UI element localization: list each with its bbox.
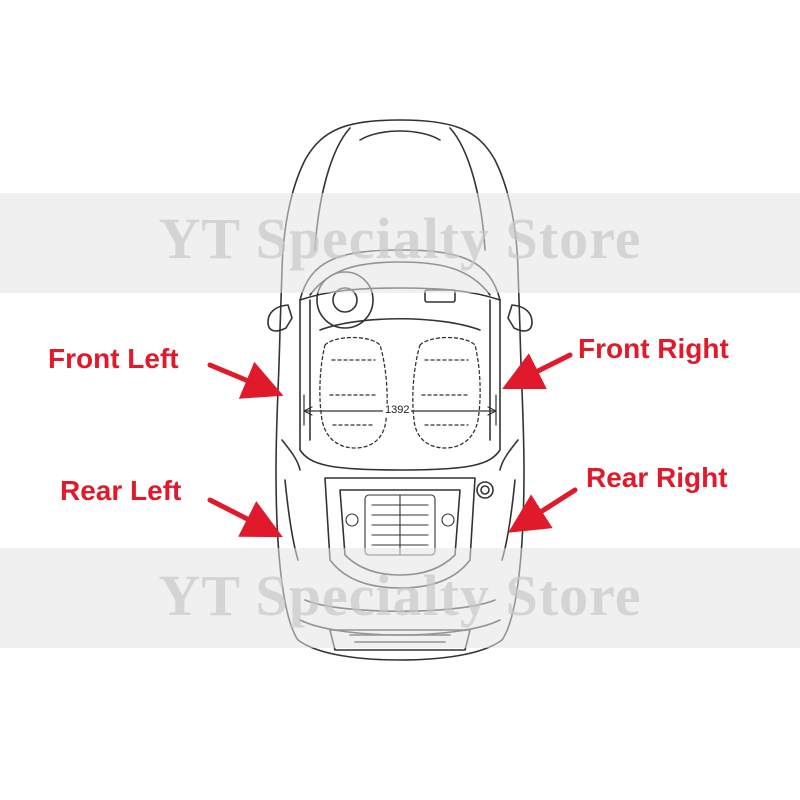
hood-center-bump: [359, 130, 441, 141]
right-seat: [412, 336, 481, 449]
door-line-left: [281, 439, 301, 471]
front-left-label: Front Left: [48, 343, 179, 374]
front-left-arrow: [207, 361, 284, 399]
door-line-right: [499, 439, 519, 471]
fuel-cap: [476, 481, 494, 499]
left-seat: [319, 336, 388, 449]
right-mirror: [507, 304, 533, 332]
watermark-band-top: [0, 193, 800, 293]
watermark-text-bottom: YT Specialty Store: [158, 563, 642, 628]
watermark-band-bottom: [0, 548, 800, 648]
watermark-text-top: YT Specialty Store: [158, 206, 642, 271]
front-right-arrow: [502, 352, 573, 389]
left-mirror: [267, 304, 293, 332]
rear-left-arrow: [207, 497, 283, 538]
rear-right-arrow: [508, 487, 578, 533]
dashboard: [319, 318, 481, 331]
front-right-label: Front Right: [578, 333, 729, 364]
cockpit-outline: [299, 299, 501, 471]
rear-right-label: Rear Right: [586, 462, 728, 493]
width-dimension-value: 1392: [383, 404, 412, 416]
rear-left-label: Rear Left: [60, 475, 182, 506]
